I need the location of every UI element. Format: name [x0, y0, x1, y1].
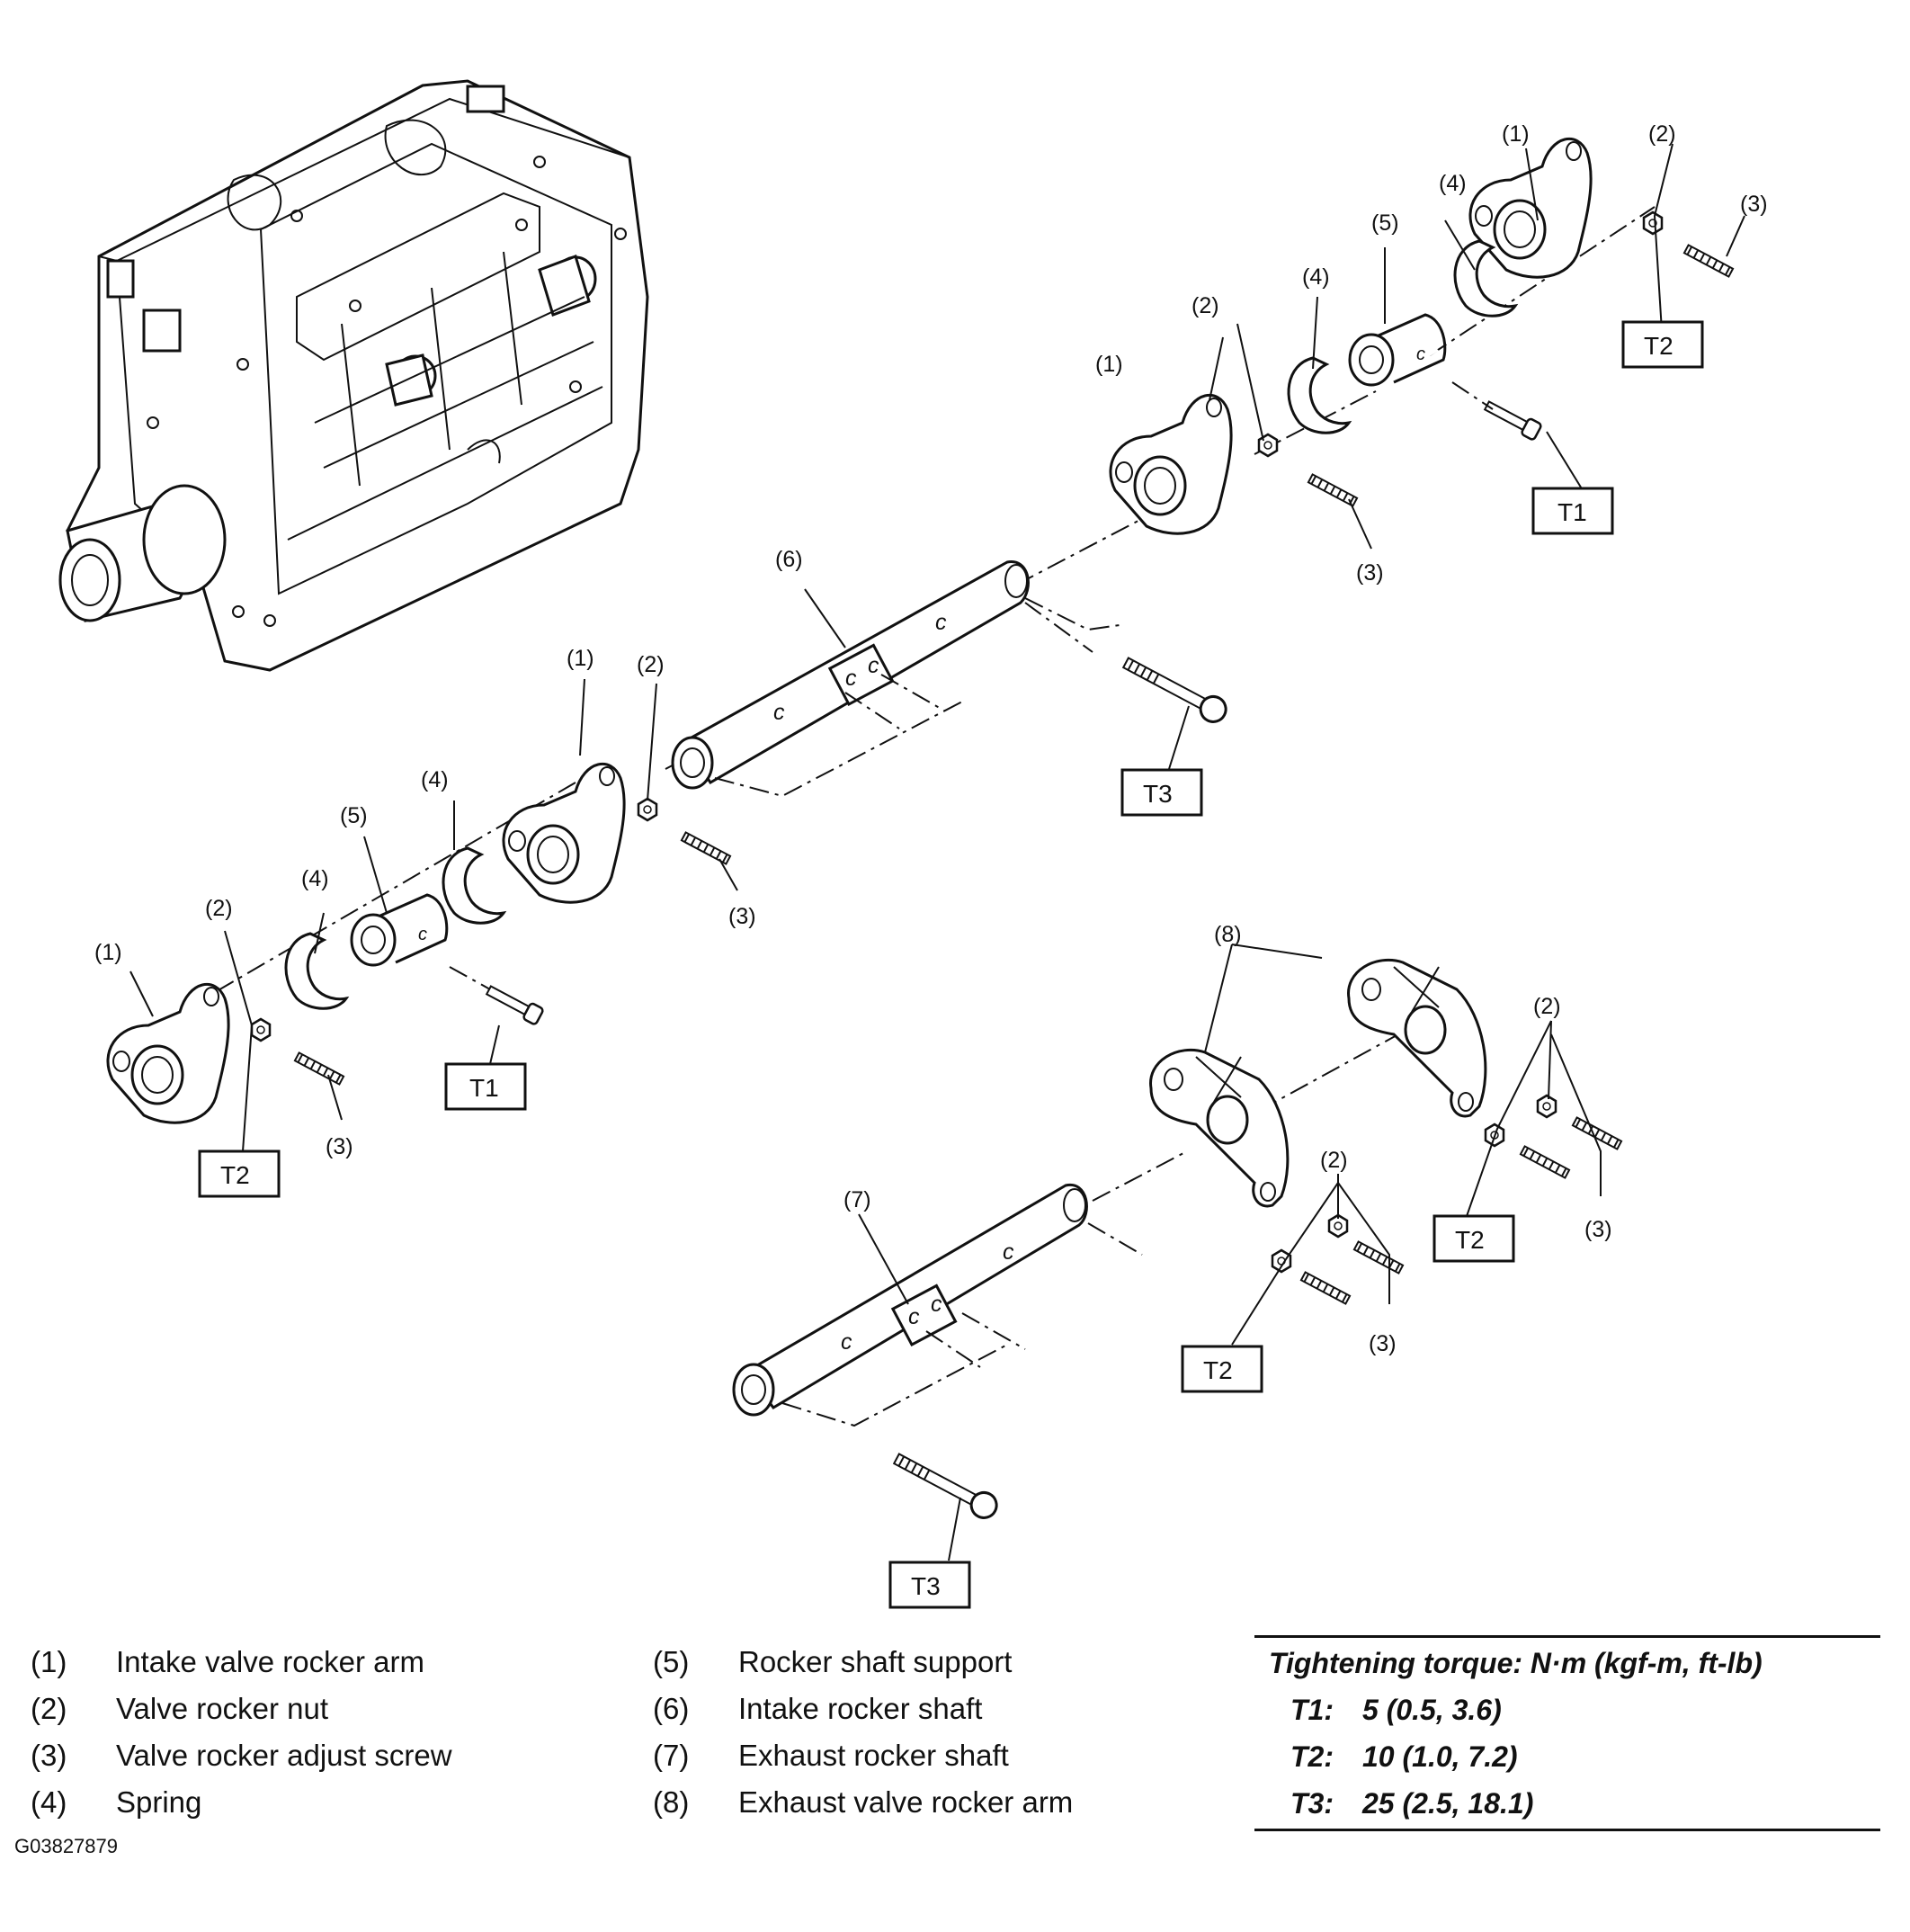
- callout-2: (2): [1320, 1148, 1348, 1173]
- callout-8: (8): [1214, 922, 1242, 947]
- shaft-bolt-upper: [1118, 649, 1232, 728]
- legend-item: (7)Exhaust rocker shaft: [653, 1739, 1009, 1772]
- valve-rocker-nut-g: [1536, 1094, 1557, 1119]
- support-bolt-upper: [1481, 396, 1543, 443]
- callout-2: (2): [205, 896, 233, 921]
- legend-item: (4)Spring: [31, 1785, 202, 1819]
- valve-rocker-nut-a: [1257, 433, 1279, 458]
- intake-rocker-shaft: c c c c: [671, 560, 1120, 798]
- torque-tag-t3: T3: [911, 1572, 941, 1600]
- exploded-view-diagram: c: [58, 79, 1768, 1609]
- support-bolt-lower: [483, 980, 545, 1027]
- rocker-shaft-support-upper: [1348, 313, 1447, 387]
- valve-rocker-nut-b: [1642, 210, 1664, 236]
- callout-4: (4): [421, 767, 449, 792]
- torque-tag-t2: T2: [220, 1161, 250, 1189]
- valve-rocker-nut-f: [1271, 1248, 1292, 1274]
- svg-text:c: c: [1003, 1239, 1014, 1265]
- adjust-screw-b: [1682, 244, 1735, 278]
- callout-2: (2): [1533, 994, 1561, 1019]
- valve-rocker-nut-d: [250, 1017, 272, 1042]
- svg-text:c: c: [841, 1329, 852, 1355]
- callout-4: (4): [1302, 264, 1330, 290]
- leader-lines: [129, 143, 1745, 1561]
- callout-3: (3): [1740, 192, 1768, 217]
- legend-item: (1)Intake valve rocker arm: [31, 1645, 424, 1678]
- parts-legend-right: (5)Rocker shaft support (6)Intake rocker…: [653, 1639, 1073, 1826]
- callout-4: (4): [1439, 171, 1467, 196]
- callout-labels: (1) (2) (3) (4) (5) (4) (2) (1) (3) (6) …: [94, 121, 1768, 1356]
- valve-rocker-nut-c: [637, 797, 658, 822]
- callout-3: (3): [326, 1134, 353, 1159]
- callout-3: (3): [1584, 1217, 1612, 1242]
- torque-tag-t1: T1: [1557, 498, 1587, 526]
- callout-4: (4): [301, 866, 329, 891]
- callout-3: (3): [1369, 1331, 1397, 1356]
- intake-rocker-arm-lower-mid: [502, 762, 626, 904]
- callout-2: (2): [1192, 293, 1219, 318]
- legend-item: (3)Valve rocker adjust screw: [31, 1739, 452, 1772]
- adjust-screw-d: [293, 1051, 345, 1086]
- torque-tag-t2: T2: [1203, 1356, 1233, 1384]
- callout-1: (1): [1502, 121, 1530, 147]
- intake-rocker-arm-upper-right: [1468, 137, 1593, 279]
- adjust-screw-f: [1299, 1271, 1352, 1305]
- legend-item: (2)Valve rocker nut: [31, 1692, 328, 1725]
- svg-text:c: c: [868, 653, 879, 678]
- spring-upper-mid: [1287, 356, 1351, 434]
- shaft-bolt-lower: [888, 1445, 1003, 1524]
- callout-2: (2): [1648, 121, 1676, 147]
- tightening-torque-table: Tightening torque: N·m (kgf-m, ft-lb) T1…: [1254, 1635, 1880, 1831]
- callout-7: (7): [843, 1187, 871, 1212]
- legend-item: (5)Rocker shaft support: [653, 1645, 1013, 1678]
- exhaust-rocker-arm-lower: [1149, 1048, 1290, 1208]
- callout-3: (3): [1356, 560, 1384, 586]
- intake-rocker-arm-upper-mid: [1109, 393, 1233, 535]
- callout-1: (1): [1095, 352, 1123, 377]
- intake-rocker-arm-lower-left: [106, 982, 230, 1124]
- callout-5: (5): [1371, 210, 1399, 236]
- svg-text:c: c: [908, 1304, 920, 1329]
- legend-item: (6)Intake rocker shaft: [653, 1692, 983, 1725]
- callout-1: (1): [567, 646, 594, 671]
- svg-text:c: c: [935, 610, 947, 635]
- torque-row: T3:25 (2.5, 18.1): [1290, 1787, 1534, 1820]
- callout-6: (6): [775, 547, 803, 572]
- callout-2: (2): [637, 652, 665, 677]
- cylinder-head-illustration: [58, 79, 649, 672]
- svg-text:c: c: [773, 700, 785, 725]
- torque-row: T2:10 (1.0, 7.2): [1290, 1740, 1518, 1773]
- callout-3: (3): [728, 904, 756, 929]
- figure-id: G03827879: [14, 1835, 118, 1857]
- svg-text:c: c: [931, 1292, 942, 1317]
- torque-tag-t2: T2: [1644, 332, 1673, 360]
- svg-text:c: c: [845, 666, 857, 691]
- torque-tag-t1: T1: [469, 1074, 499, 1102]
- adjust-screw-e: [1352, 1240, 1405, 1275]
- legend-item: (8)Exhaust valve rocker arm: [653, 1785, 1074, 1819]
- exhaust-rocker-arm-upper: [1347, 958, 1487, 1118]
- torque-row: T1:5 (0.5, 3.6): [1290, 1694, 1502, 1726]
- torque-tag-t3: T3: [1143, 780, 1173, 808]
- adjust-screw-c: [680, 831, 732, 865]
- torque-boxes: T2 T1 T3 T1 T2 T2 T2 T3: [198, 320, 1704, 1609]
- parts-legend-left: (1)Intake valve rocker arm (2)Valve rock…: [31, 1639, 452, 1826]
- adjust-screw-h: [1519, 1145, 1571, 1179]
- exhaust-rocker-shaft: c c c c: [732, 1183, 1143, 1427]
- rocker-shaft-support-lower: [350, 893, 449, 967]
- spring-lower-mid: [442, 846, 505, 925]
- callout-5: (5): [340, 803, 368, 828]
- callout-1: (1): [94, 940, 122, 965]
- torque-heading: Tightening torque: N·m (kgf-m, ft-lb): [1269, 1647, 1763, 1679]
- torque-tag-t2: T2: [1455, 1226, 1485, 1254]
